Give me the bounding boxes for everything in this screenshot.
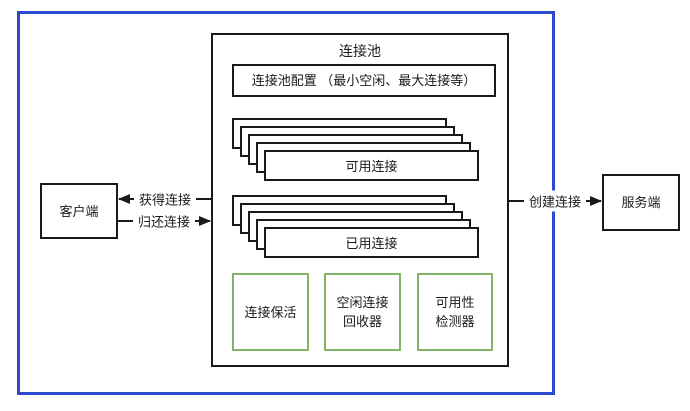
available-connections-front: 可用连接 xyxy=(264,150,479,181)
idle-recycler-label-line1: 空闲连接 xyxy=(336,295,389,310)
arrowhead-left-icon xyxy=(118,194,130,204)
client-label: 客户端 xyxy=(59,203,99,219)
arrowhead-right-icon xyxy=(590,196,602,206)
idle-recycler-box: 空闲连接 回收器 xyxy=(324,273,401,351)
client-box: 客户端 xyxy=(40,183,118,239)
available-connections-label: 可用连接 xyxy=(345,159,398,174)
return-connection-label: 归还连接 xyxy=(132,210,196,232)
used-connections-stack: 已用连接 xyxy=(232,195,479,258)
server-box: 服务端 xyxy=(602,174,680,231)
connection-pool-title: 连接池 xyxy=(339,43,381,59)
availability-detector-box: 可用性 检测器 xyxy=(417,273,493,351)
keepalive-label-line1: 连接保活 xyxy=(244,304,297,320)
pool-config-box: 连接池配置 （最小空闲、最大连接等） xyxy=(232,64,496,97)
used-connections-label: 已用连接 xyxy=(345,236,398,251)
arrowhead-right-icon xyxy=(199,216,211,226)
get-connection-arrow: 获得连接 xyxy=(118,188,211,210)
server-label: 服务端 xyxy=(621,195,661,210)
availability-detector-label-line1: 可用性 xyxy=(435,295,475,310)
keepalive-box: 连接保活 xyxy=(232,273,309,351)
get-connection-label: 获得连接 xyxy=(133,188,197,210)
idle-recycler-label-line2: 回收器 xyxy=(342,314,382,329)
available-connections-stack: 可用连接 xyxy=(232,118,479,181)
create-connection-arrow: 创建连接 xyxy=(509,190,602,212)
create-connection-label: 创建连接 xyxy=(523,190,587,212)
return-connection-arrow: 归还连接 xyxy=(118,210,211,232)
used-connections-front: 已用连接 xyxy=(264,227,479,258)
pool-config-label: 连接池配置 （最小空闲、最大连接等） xyxy=(251,73,477,88)
availability-detector-label-line2: 检测器 xyxy=(435,314,475,329)
